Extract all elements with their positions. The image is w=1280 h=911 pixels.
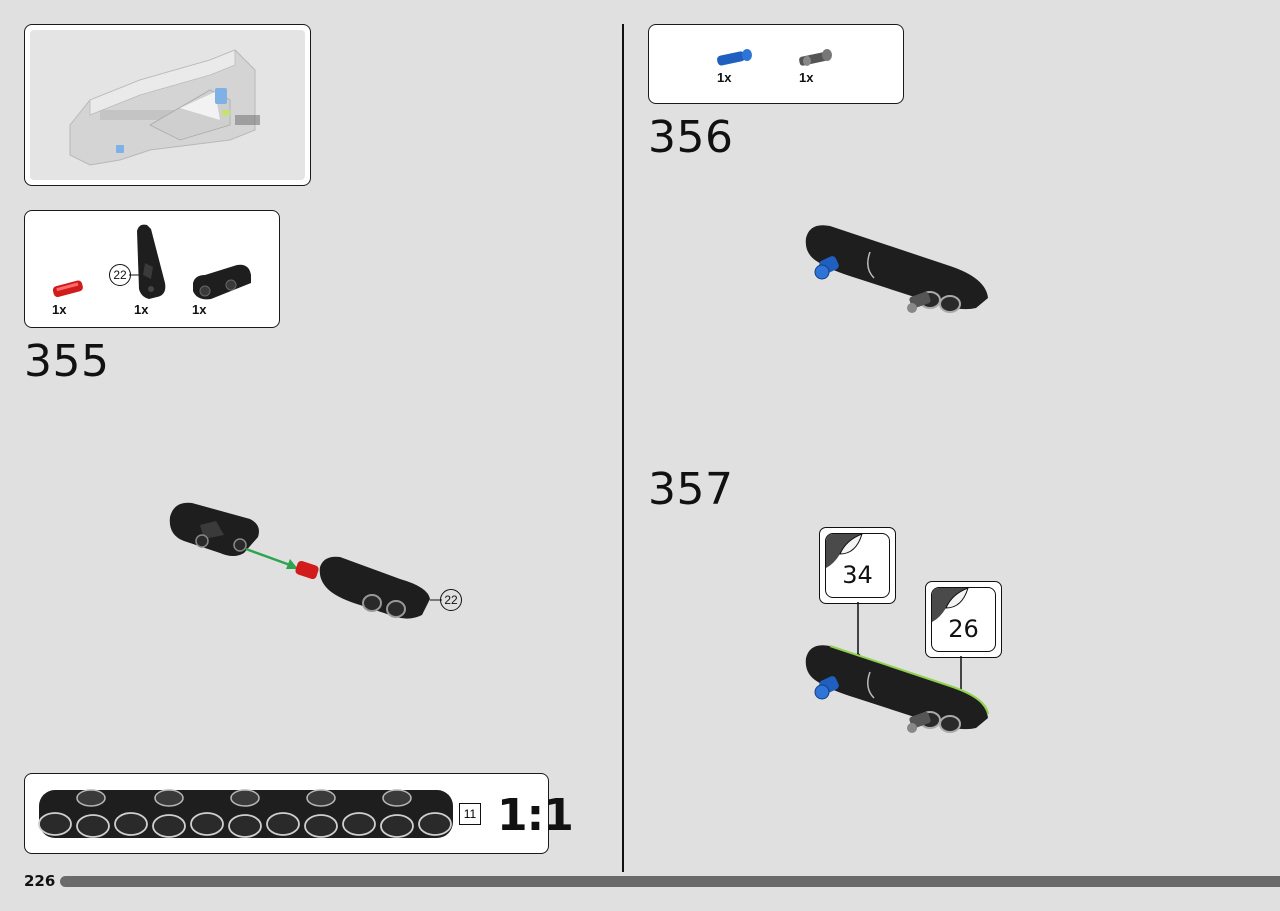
step-356-assembly-illustration — [805, 225, 988, 313]
part-qty-black-panel: 1x — [134, 302, 149, 317]
sticker-peel-icon — [932, 588, 969, 622]
blue-pin-icon — [717, 49, 752, 66]
black-connector-beam-icon — [193, 264, 251, 300]
scale-reference-box — [24, 773, 549, 854]
step-355-assembly-illustration — [169, 502, 442, 619]
black-panel-22-icon — [129, 224, 166, 299]
red-axle-pin-icon — [52, 280, 83, 298]
callout-main-22: 22 — [440, 589, 462, 611]
sticker-peel-icon — [826, 534, 863, 568]
page-progress-bar — [60, 876, 1280, 887]
step-number-357: 357 — [648, 464, 734, 515]
beam-length-label: 11 — [459, 803, 481, 825]
sticker-26-callout: 26 — [925, 581, 1002, 658]
step-356-parts-list: 1x 1x — [648, 24, 904, 104]
sticker-26-number: 26 — [948, 615, 979, 643]
submodel-preview-box — [24, 24, 311, 186]
sticker-26-frame: 26 — [931, 587, 996, 652]
assembled-submodel-image — [69, 49, 260, 166]
part-qty-red-pin: 1x — [52, 302, 67, 317]
gray-axle-pin-icon — [799, 49, 832, 66]
step-number-356: 356 — [648, 112, 734, 163]
step-355-parts-list: 1x 22 1x 1x — [24, 210, 280, 328]
callout-panel-22: 22 — [109, 264, 131, 286]
page-divider — [622, 24, 624, 872]
step-number-355: 355 — [24, 336, 110, 387]
page-number: 226 — [24, 872, 56, 890]
part-qty-blue-pin: 1x — [717, 70, 732, 85]
step-357-assembly-illustration — [805, 602, 989, 733]
part-qty-black-connector: 1x — [192, 302, 207, 317]
assembly-arrow — [245, 547, 291, 567]
part-qty-gray-pin: 1x — [799, 70, 814, 85]
submodel-preview-frame — [30, 30, 305, 180]
sticker-34-frame: 34 — [825, 533, 890, 598]
scale-label: 1:1 — [497, 790, 574, 841]
sticker-34-callout: 34 — [819, 527, 896, 604]
technic-beam-11-icon — [38, 789, 453, 838]
sticker-34-number: 34 — [842, 561, 873, 589]
